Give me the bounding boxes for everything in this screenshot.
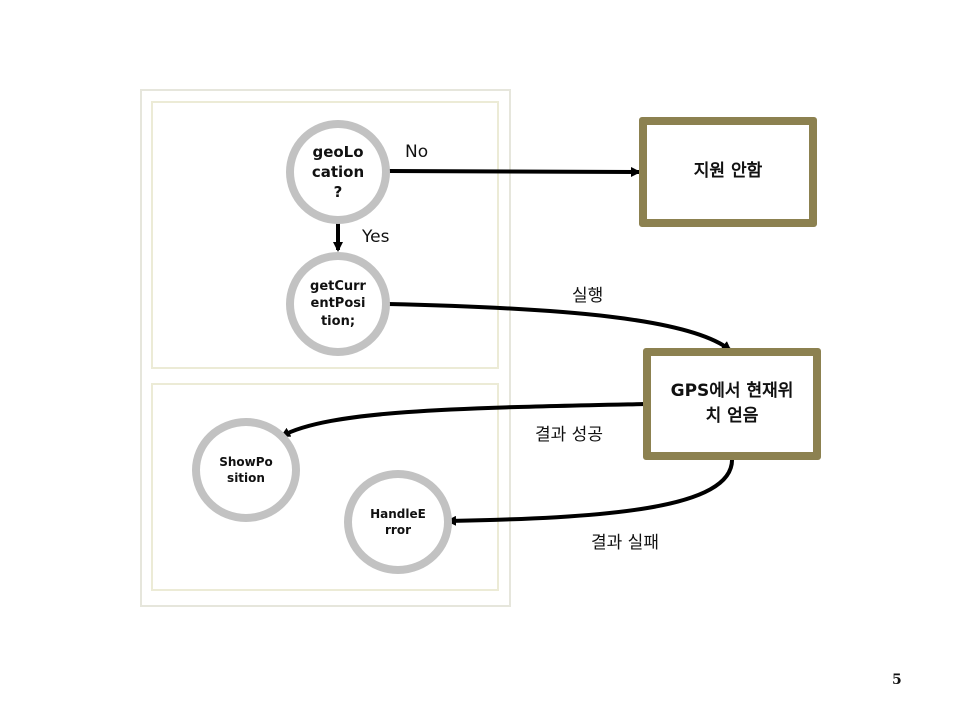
edge-label-no: No xyxy=(405,142,429,162)
edge-label-failure: 결과 실패 xyxy=(591,533,659,553)
edge-label-success: 결과 성공 xyxy=(535,425,603,445)
outer-frame xyxy=(140,89,511,607)
arrow-failure xyxy=(446,457,735,526)
edge-label-execute: 실행 xyxy=(572,286,604,306)
not-supported-box: 지원 안함 xyxy=(639,117,817,227)
lower-group-frame xyxy=(151,383,499,591)
show-position-node: ShowPo sition xyxy=(192,418,300,522)
gps-position-box: GPS에서 현재위 치 얻음 xyxy=(643,348,821,460)
arrow-success xyxy=(280,402,646,438)
get-current-position-node: getCurr entPosi tion; xyxy=(286,252,390,356)
arrow-no xyxy=(387,166,641,177)
edge-label-yes: Yes xyxy=(362,227,390,247)
geolocation-node: geoLo cation ? xyxy=(286,120,390,224)
arrow-execute xyxy=(387,302,732,352)
page-number: 5 xyxy=(892,672,902,688)
upper-group-frame xyxy=(151,101,499,369)
handle-error-node: HandleE rror xyxy=(344,470,452,574)
